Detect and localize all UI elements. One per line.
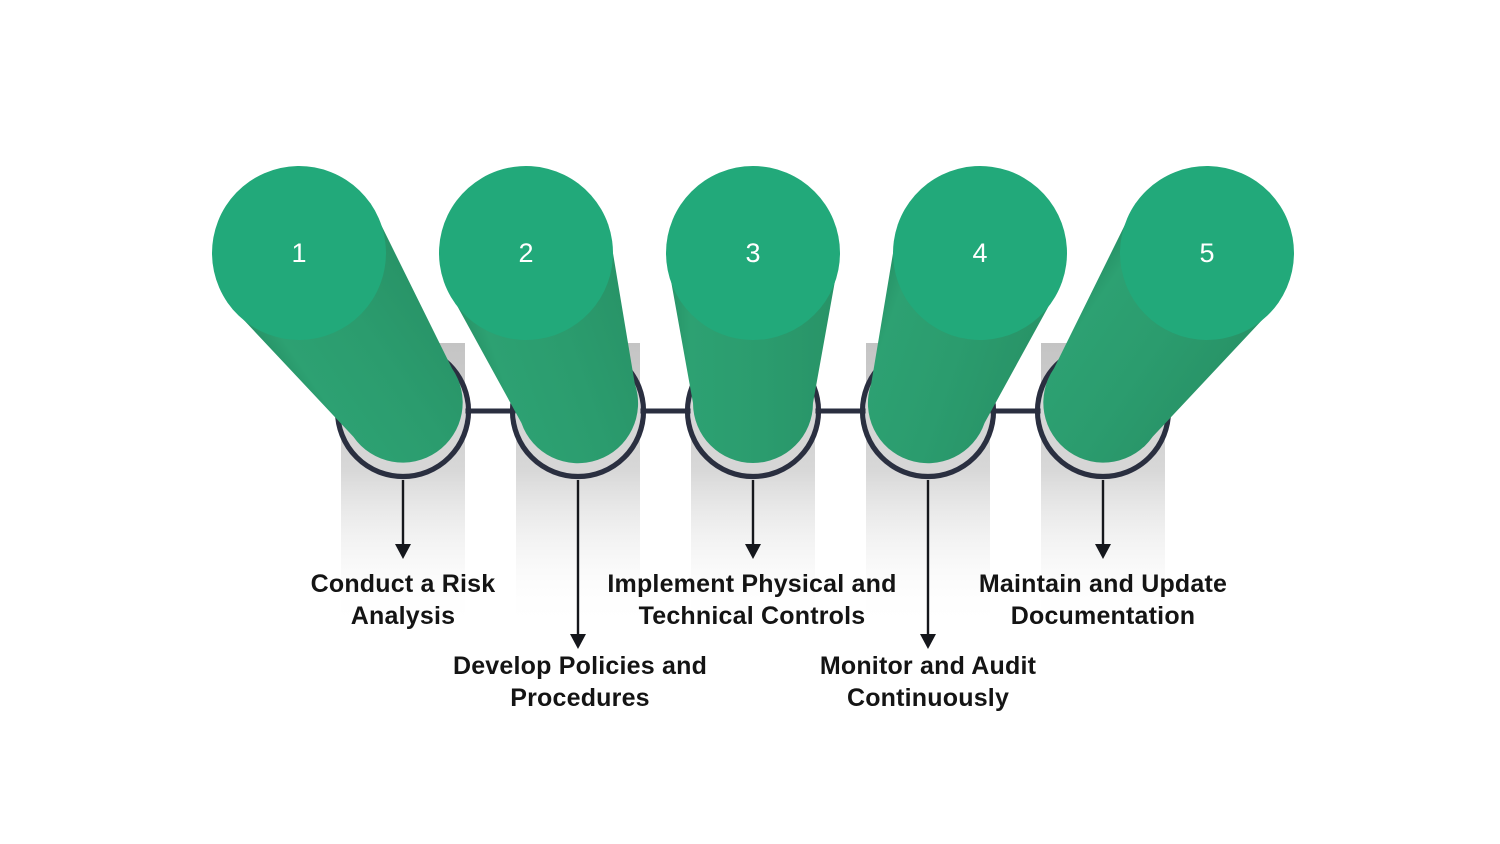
step-number-5: 5	[1199, 238, 1214, 268]
step-number-3: 3	[745, 238, 760, 268]
arrow-step-3	[745, 480, 761, 559]
arrow-step-4	[920, 480, 936, 649]
arrows	[395, 480, 1111, 649]
label-line-2: Technical Controls	[638, 602, 866, 630]
label-line-2: Analysis	[350, 602, 456, 630]
pin-step-1	[212, 166, 463, 463]
pin-step-3	[666, 166, 840, 463]
step-label-5: Maintain and Update Documentation	[923, 568, 1283, 632]
step-label-4: Monitor and Audit Continuously	[748, 650, 1108, 714]
arrow-head	[570, 634, 586, 649]
pin-top-face	[893, 166, 1067, 340]
arrow-head	[395, 544, 411, 559]
pin-top-face	[212, 166, 386, 340]
arrow-step-5	[1095, 480, 1111, 559]
label-line-1: Monitor and Audit	[819, 652, 1037, 680]
arrow-head	[920, 634, 936, 649]
step-label-3: Implement Physical and Technical Control…	[572, 568, 932, 632]
step-number-2: 2	[518, 238, 533, 268]
label-line-2: Procedures	[510, 684, 650, 712]
pin-step-5	[1043, 166, 1294, 463]
label-line-2: Documentation	[1010, 602, 1196, 630]
step-label-1: Conduct a Risk Analysis	[223, 568, 583, 632]
label-line-2: Continuously	[846, 684, 1010, 712]
label-line-1: Conduct a Risk	[310, 570, 496, 598]
step-number-1: 1	[291, 238, 306, 268]
step-label-2: Develop Policies and Procedures	[400, 650, 760, 714]
label-line-1: Develop Policies and	[452, 652, 708, 680]
step-number-4: 4	[972, 238, 987, 268]
pin-top-face	[439, 166, 613, 340]
arrow-step-2	[570, 480, 586, 649]
arrow-head	[1095, 544, 1111, 559]
arrow-step-1	[395, 480, 411, 559]
label-line-1: Maintain and Update	[978, 570, 1228, 598]
pin-top-face	[1120, 166, 1294, 340]
pin-step-2	[439, 166, 639, 464]
pin-step-4	[867, 166, 1067, 464]
label-line-1: Implement Physical and	[607, 570, 897, 598]
arrow-head	[745, 544, 761, 559]
pin-top-face	[666, 166, 840, 340]
